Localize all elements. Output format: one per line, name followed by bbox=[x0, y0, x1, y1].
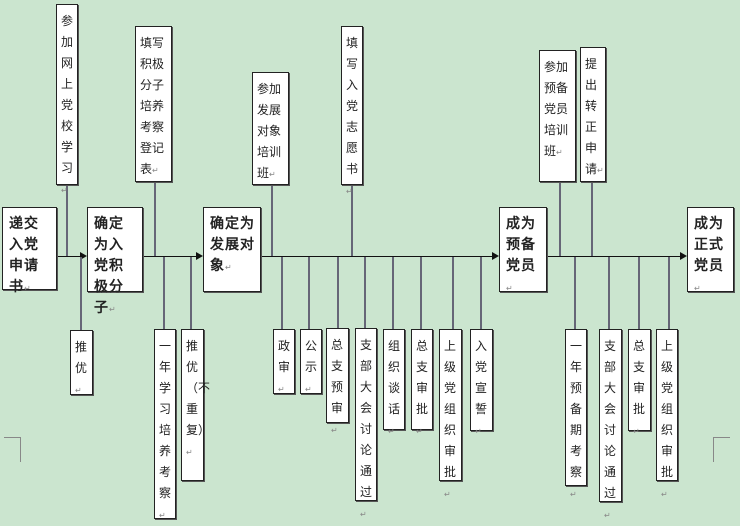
main-step-box-label: 确定为发展对象 bbox=[210, 216, 255, 274]
bottom-step-box: 总支审批 bbox=[628, 329, 651, 437]
connector-line bbox=[281, 257, 283, 329]
main-step-box-label: 确定为入党积极分子 bbox=[94, 216, 124, 316]
bottom-step-box-label: 政审 bbox=[278, 339, 290, 395]
connector-line bbox=[308, 257, 310, 329]
arrow-head-icon bbox=[80, 252, 87, 260]
connector-line bbox=[591, 182, 593, 256]
bottom-step-box-label: 一年预备期考察 bbox=[570, 339, 582, 500]
connector-line bbox=[668, 257, 670, 329]
connector-line bbox=[392, 257, 394, 329]
bottom-step-box: 支部大会讨论通过 bbox=[355, 328, 377, 520]
bottom-step-box-label: 总支审批 bbox=[633, 339, 645, 437]
connector-line bbox=[351, 185, 353, 256]
bottom-step-box-label: 入党宣誓 bbox=[475, 339, 487, 437]
top-step-box-label: 参加网上党校学习 bbox=[61, 14, 73, 196]
connector-line bbox=[163, 257, 165, 329]
connector-line bbox=[559, 182, 561, 256]
main-step-box: 确定为入党积极分子 bbox=[87, 207, 143, 316]
page-corner-mark bbox=[4, 437, 21, 462]
connector-line bbox=[452, 257, 454, 329]
top-step-box-label: 填写积极分子培养考察登记表 bbox=[140, 36, 164, 176]
bottom-step-box-label: 组织谈话 bbox=[388, 339, 400, 437]
main-step-box-label: 递交入党申请书 bbox=[9, 216, 39, 295]
main-step-box-label: 成为预备党员 bbox=[506, 216, 536, 295]
flow-line bbox=[260, 256, 493, 257]
bottom-step-box-label: 支部大会讨论通过 bbox=[360, 338, 372, 520]
bottom-step-box: 上级党组织审批 bbox=[439, 329, 462, 500]
bottom-step-box: 总支审批 bbox=[411, 329, 433, 437]
bottom-step-box: 入党宣誓 bbox=[470, 329, 493, 437]
top-step-box-label: 参加预备党员培训班 bbox=[544, 60, 568, 158]
bottom-step-box-label: 公示 bbox=[305, 339, 317, 395]
bottom-step-box-label: 推优（不重复） bbox=[186, 339, 210, 458]
top-step-box: 填写入党志愿书 bbox=[341, 26, 363, 197]
bottom-step-box: 一年预备期考察 bbox=[565, 329, 587, 500]
main-step-box: 确定为发展对象 bbox=[203, 207, 261, 292]
bottom-step-box: 政审 bbox=[273, 329, 295, 395]
top-step-box-label: 提出转正申请 bbox=[585, 57, 604, 176]
main-step-box-label: 成为正式党员 bbox=[694, 216, 724, 295]
connector-line bbox=[364, 257, 366, 328]
connector-line bbox=[80, 257, 82, 330]
flow-line bbox=[56, 256, 81, 257]
arrow-head-icon bbox=[680, 252, 687, 260]
top-step-box: 参加预备党员培训班 bbox=[539, 50, 576, 182]
connector-line bbox=[574, 257, 576, 329]
arrow-head-icon bbox=[196, 252, 203, 260]
bottom-step-box-label: 上级党组织审批 bbox=[444, 339, 456, 500]
main-step-box: 成为预备党员 bbox=[499, 207, 547, 295]
arrow-head-icon bbox=[492, 252, 499, 260]
top-step-box: 提出转正申请 bbox=[580, 47, 606, 182]
bottom-step-box-label: 一年学习培养考察 bbox=[159, 339, 171, 521]
main-step-box: 成为正式党员 bbox=[687, 207, 734, 295]
page-corner-mark bbox=[713, 437, 730, 462]
top-step-box-label: 填写入党志愿书 bbox=[346, 36, 358, 197]
connector-line bbox=[420, 257, 422, 329]
top-step-box-label: 参加发展对象培训班 bbox=[257, 82, 281, 180]
top-step-box: 参加发展对象培训班 bbox=[252, 72, 289, 185]
bottom-step-box: 总支预审 bbox=[326, 328, 349, 436]
bottom-step-box-label: 推优 bbox=[75, 340, 87, 396]
bottom-step-box: 支部大会讨论通过 bbox=[599, 329, 622, 521]
connector-line bbox=[337, 257, 339, 328]
connector-line bbox=[638, 257, 640, 329]
connector-line bbox=[190, 257, 192, 329]
bottom-step-box-label: 总支预审 bbox=[331, 338, 343, 436]
connector-line bbox=[608, 257, 610, 329]
connector-line bbox=[480, 257, 482, 329]
connector-line bbox=[66, 185, 68, 256]
bottom-step-box: 组织谈话 bbox=[383, 329, 405, 437]
connector-line bbox=[154, 182, 156, 256]
flow-line bbox=[546, 256, 681, 257]
bottom-step-box: 一年学习培养考察 bbox=[154, 329, 176, 521]
bottom-step-box: 上级党组织审批 bbox=[656, 329, 678, 500]
bottom-step-box-label: 支部大会讨论通过 bbox=[604, 339, 616, 521]
bottom-step-box-label: 上级党组织审批 bbox=[661, 339, 673, 500]
connector-line bbox=[271, 185, 273, 256]
top-step-box: 参加网上党校学习 bbox=[56, 4, 78, 196]
bottom-step-box: 推优 bbox=[70, 330, 93, 396]
bottom-step-box: 推优（不重复） bbox=[181, 329, 210, 481]
top-step-box: 填写积极分子培养考察登记表 bbox=[135, 26, 172, 182]
flow-line bbox=[142, 256, 197, 257]
bottom-step-box: 公示 bbox=[300, 329, 322, 395]
main-step-box: 递交入党申请书 bbox=[2, 207, 57, 295]
bottom-step-box-label: 总支审批 bbox=[416, 339, 428, 437]
